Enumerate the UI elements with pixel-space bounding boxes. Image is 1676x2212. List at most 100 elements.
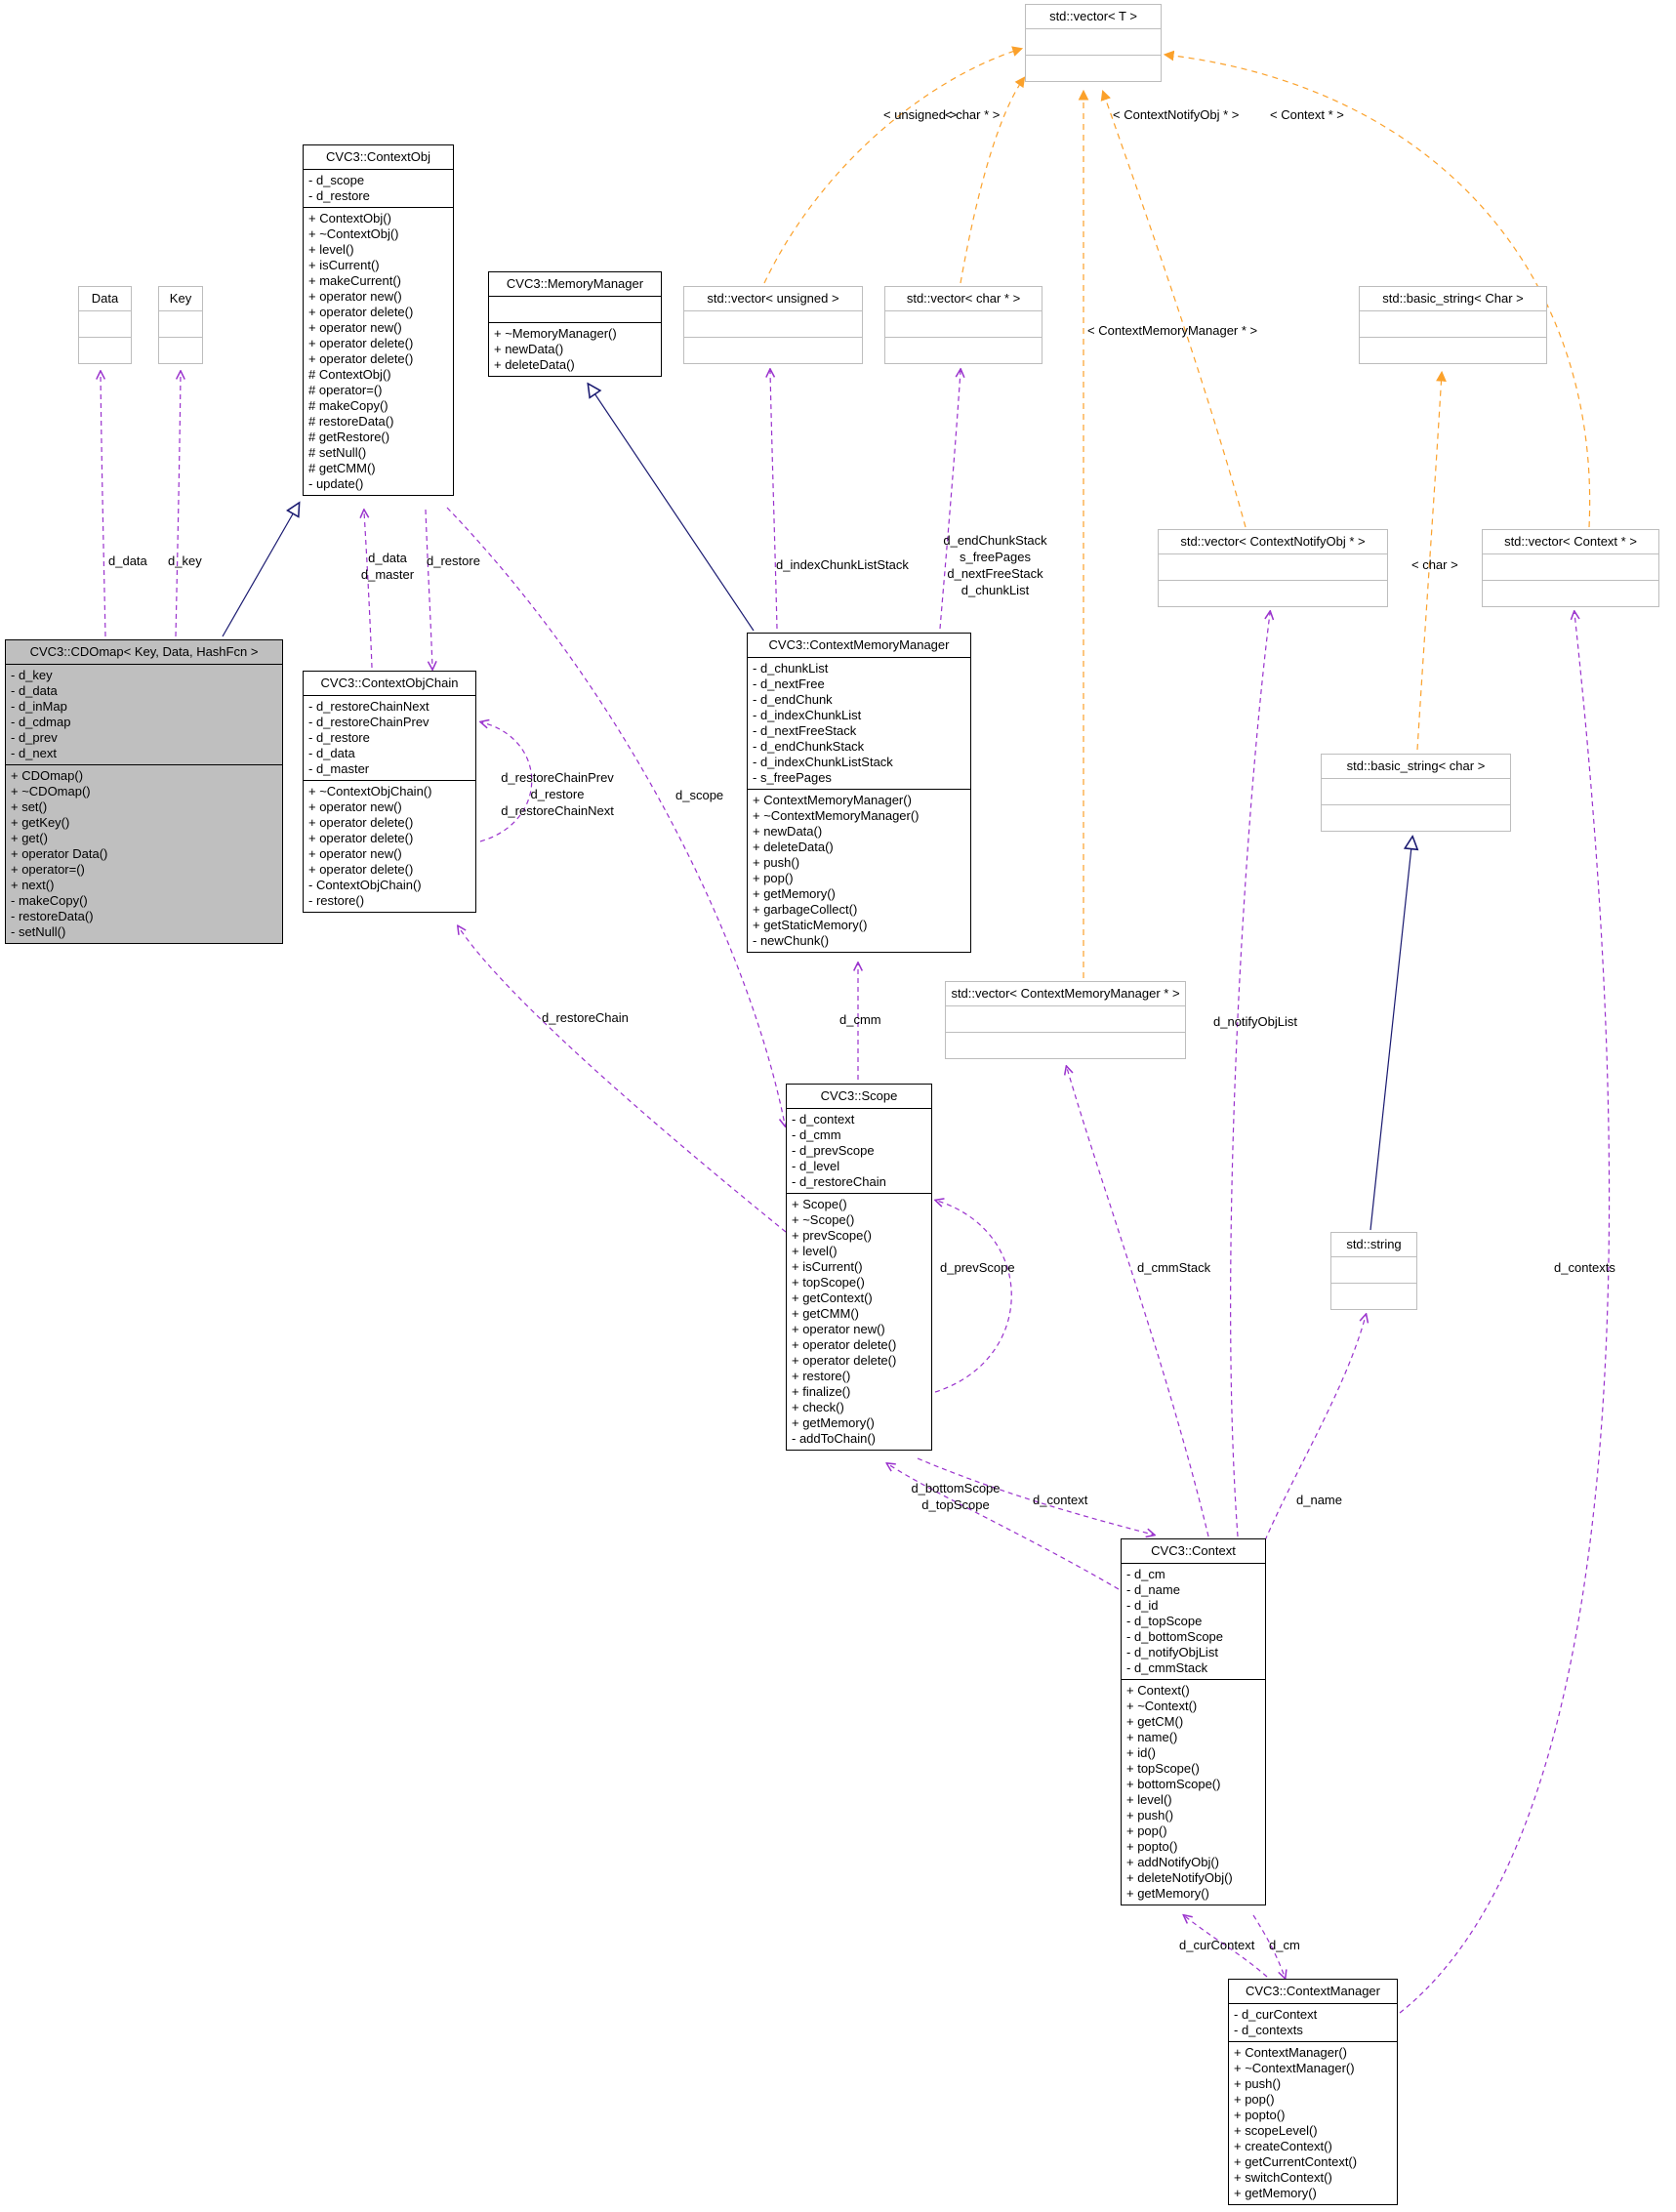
member-line: + getMemory() [1234,2186,1317,2200]
member-line: + pop() [1126,1823,1167,1838]
member-line: - d_indexChunkList [753,708,862,722]
member-line: d_master [360,567,415,582]
class-title: std::basic_string< char > [1346,758,1486,773]
edge-template-unsigned [763,46,1024,284]
class-box-memorymanager[interactable]: CVC3::MemoryManager + ~MemoryManager()+ … [488,271,662,377]
edge-label-d-context: d_context [1033,1493,1088,1507]
member-line: + newData() [494,342,564,356]
class-title: std::vector< unsigned > [707,291,839,306]
edge-label-template-char-ptr: < char * > [945,107,1001,122]
edge-label-template-contextnotifyobj-ptr: < ContextNotifyObj * > [1113,107,1240,122]
edge-label-d-key: d_key [168,553,202,568]
class-box-contextmemorymanager[interactable]: CVC3::ContextMemoryManager - d_chunkList… [747,633,971,953]
member-line: + createContext() [1234,2139,1332,2153]
edge-d-restore [425,509,432,668]
class-box-std-vector-unsigned: std::vector< unsigned > [683,286,863,364]
member-line: - d_key [11,668,53,682]
class-box-std-basic-string-big-char: std::basic_string< Char > [1359,286,1547,364]
class-methods [1331,1283,1416,1309]
member-line: - d_restoreChainPrev [308,715,429,729]
member-line: + CDOmap() [11,768,84,783]
member-line: + set() [11,799,48,814]
class-box-std-string: std::string [1330,1232,1417,1310]
edge-d-cmmstack [1067,1068,1209,1537]
class-attributes: - d_key- d_data- d_inMap- d_cdmap- d_pre… [6,664,282,764]
member-line: + getCurrentContext() [1234,2154,1358,2169]
class-box-contextmanager[interactable]: CVC3::ContextManager - d_curContext- d_c… [1228,1979,1398,2205]
class-attributes [489,296,661,322]
member-line: - d_level [792,1159,840,1173]
member-line: + ContextMemoryManager() [753,793,912,807]
member-line: + getMemory() [1126,1886,1209,1901]
member-line: d_topScope [921,1497,990,1512]
edge-label-d-data: d_data [108,553,147,568]
member-line: - d_topScope [1126,1614,1203,1628]
class-methods: + CDOmap()+ ~CDOmap()+ set()+ getKey()+ … [6,764,282,943]
class-box-std-vector-t: std::vector< T > [1025,4,1162,82]
class-attributes [1159,553,1387,580]
member-line: + ~CDOmap() [11,784,91,799]
class-box-contextobj[interactable]: CVC3::ContextObj - d_scope- d_restore + … [303,144,454,496]
member-line: - restoreData() [11,909,94,923]
member-line: - d_context [792,1112,855,1126]
member-line: - d_indexChunkListStack [753,755,893,769]
member-line: + push() [1126,1808,1174,1823]
member-line: - d_cm [1126,1567,1165,1581]
member-line: + operator new() [308,289,402,304]
edge-label-d-bottomscope-d-topscope: d_bottomScope d_topScope [896,1480,1015,1513]
class-methods [684,337,862,363]
class-box-context[interactable]: CVC3::Context - d_cm- d_name- d_id- d_to… [1121,1538,1266,1905]
member-line: + ~ContextMemoryManager() [753,808,920,823]
member-line: + getStaticMemory() [753,918,868,932]
class-box-data: Data [78,286,132,364]
member-line: d_restoreChainNext [501,803,614,818]
member-line: + operator delete() [308,862,414,877]
class-box-scope[interactable]: CVC3::Scope - d_context- d_cmm- d_prevSc… [786,1084,932,1451]
class-attributes [159,310,202,337]
member-line: - d_restoreChain [792,1174,886,1189]
edge-chain-d-data-d-master [364,512,373,669]
member-line: - d_notifyObjList [1126,1645,1218,1659]
class-methods [159,337,202,363]
edge-d-indexchunkliststack [770,371,778,630]
class-title: std::string [1346,1237,1402,1251]
class-attributes [885,310,1042,337]
member-line: # getCMM() [308,461,376,475]
edge-label-template-char: < char > [1411,557,1458,572]
member-line: + ContextObj() [308,211,391,225]
class-attributes [684,310,862,337]
member-line: + switchContext() [1234,2170,1332,2185]
class-title: std::vector< ContextNotifyObj * > [1180,534,1366,549]
member-line: - d_endChunk [753,692,833,707]
member-line: + makeCurrent() [308,273,401,288]
member-line: - d_inMap [11,699,67,714]
member-line: + check() [792,1400,844,1414]
class-methods [1026,55,1161,81]
class-attributes [1331,1256,1416,1283]
class-methods: + Scope()+ ~Scope()+ prevScope()+ level(… [787,1193,931,1450]
class-box-cdomap: CVC3::CDOmap< Key, Data, HashFcn > - d_k… [5,639,283,944]
class-title: std::vector< Context * > [1504,534,1637,549]
member-line: s_freePages [960,550,1031,564]
class-title: Data [91,291,119,306]
member-line: + pop() [1234,2092,1275,2107]
member-line: + isCurrent() [308,258,380,272]
edge-inherit-contextmemorymanager-memorymanager [589,385,755,632]
member-line: + prevScope() [792,1228,873,1243]
class-box-key: Key [158,286,203,364]
member-line: + finalize() [792,1384,851,1399]
member-line: - d_data [11,683,58,698]
edge-d-restorechain [459,927,787,1233]
class-box-contextobjchain[interactable]: CVC3::ContextObjChain - d_restoreChainNe… [303,671,476,913]
member-line: # getRestore() [308,430,390,444]
class-attributes: - d_restoreChainNext- d_restoreChainPrev… [304,695,475,780]
class-methods: + ContextObj()+ ~ContextObj()+ level()+ … [304,207,453,495]
class-methods [1483,580,1658,606]
member-line: - d_restore [308,730,370,745]
member-line: - restore() [308,893,365,908]
member-line: d_data [368,551,407,565]
member-line: d_bottomScope [911,1481,1001,1495]
class-title: CVC3::CDOmap< Key, Data, HashFcn > [29,644,259,659]
edge-label-d-data-d-master: d_data d_master [344,550,431,583]
